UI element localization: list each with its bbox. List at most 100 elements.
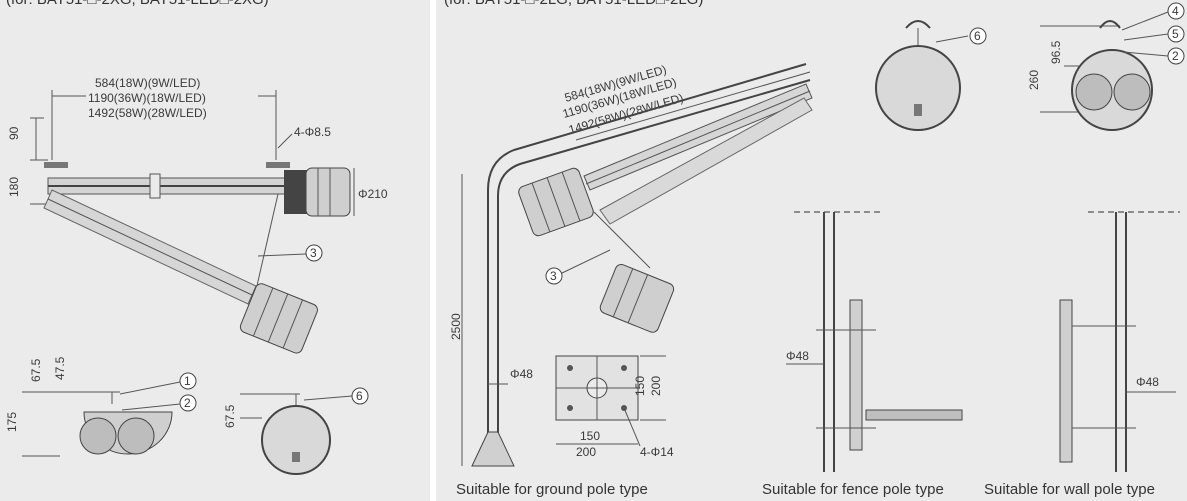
- right-callout-3-circle: [545, 267, 563, 285]
- left-callout-6-circle: [351, 387, 369, 405]
- ground-pole: [487, 63, 807, 466]
- top-housing: [875, 45, 961, 131]
- ground-dim-2500: 2500: [449, 313, 463, 340]
- base-bolt: [567, 405, 573, 411]
- left-dim-phi210: Φ210: [358, 187, 388, 201]
- callout-4-circle: [1167, 2, 1185, 20]
- callout-4: 4: [1172, 4, 1179, 18]
- left-single-dim-67-5: 67.5: [223, 404, 237, 428]
- left-callout-1-circle: [179, 372, 197, 390]
- left-panel: [0, 0, 430, 501]
- top-callout-6: 6: [974, 29, 981, 43]
- right-dim-line: [575, 71, 811, 141]
- fence-rail: [865, 409, 963, 421]
- callout-4-leader: [1121, 11, 1169, 31]
- left-bracket: [44, 162, 68, 168]
- left-callout-2-leader: [121, 403, 181, 411]
- top-hook: [905, 20, 931, 29]
- fence-pole-view: Φ48: [786, 211, 963, 472]
- left-tilt-housing: [239, 283, 318, 354]
- fence-post: [849, 299, 863, 451]
- fence-phi48: Φ48: [786, 349, 809, 363]
- ground-lower-tube: [599, 97, 813, 225]
- base-bolt: [621, 365, 627, 371]
- left-dim-leader: [277, 133, 293, 149]
- left-tilt-centerline: [47, 198, 253, 296]
- double-dim-260: 260: [1027, 70, 1041, 90]
- ground-lamp-housing: [518, 167, 594, 237]
- left-dim-90: 90: [7, 126, 21, 140]
- left-callout-6: 6: [356, 389, 363, 403]
- base-holes-leader: [623, 407, 641, 447]
- top-plug: [914, 104, 922, 116]
- ground-pole-view: 584(18W)(9W/LED) 1190(36W)(18W/LED) 1492…: [449, 62, 813, 467]
- left-end-housing: [305, 167, 351, 217]
- wall-pole-view: Φ48: [1059, 211, 1180, 472]
- left-support-rod: [255, 193, 279, 291]
- left-single-end-view: 67.5 6: [223, 387, 369, 475]
- callout-5-circle: [1167, 25, 1185, 43]
- caption-ground: Suitable for ground pole type: [456, 481, 648, 498]
- left-callout-3: 3: [310, 246, 317, 260]
- top-double-end-view: 260 96.5 4 5 2: [1027, 2, 1185, 131]
- ground-pole-base: [471, 431, 515, 467]
- ground-lamp-centerline: [585, 90, 811, 185]
- left-callout-2: 2: [184, 396, 191, 410]
- base-dim-200v: 200: [649, 376, 663, 396]
- callout-5-leader: [1123, 33, 1169, 41]
- ground-phi48: Φ48: [510, 367, 533, 381]
- base-plate: 150 200 150 200 4-Φ14: [555, 355, 674, 459]
- header-right: (for: BAY51-□-2LG, BAY51-LED□-2LG): [444, 0, 703, 8]
- left-callout-3-leader: [257, 253, 307, 257]
- left-dim-1190: 1190(36W)(18W/LED): [88, 91, 206, 105]
- right-callout-3: 3: [550, 269, 557, 283]
- base-dim-150h: 150: [580, 429, 600, 443]
- left-end-dim-47-5: 47.5: [53, 356, 67, 380]
- left-callout-1-leader: [119, 381, 181, 395]
- base-bolt: [567, 365, 573, 371]
- left-dim-holes: 4-Φ8.5: [294, 125, 331, 139]
- callout-2-leader: [1123, 51, 1169, 57]
- left-tube-break: [149, 173, 161, 199]
- top-single-end-view: 6: [875, 20, 987, 131]
- left-single-housing: [261, 405, 331, 475]
- left-callout-3-circle: [305, 244, 323, 262]
- wall-phi48: Φ48: [1136, 375, 1159, 389]
- left-callout-1: 1: [184, 374, 191, 388]
- right-callout-3-leader: [559, 249, 611, 275]
- base-dim-150v: 150: [633, 376, 647, 396]
- left-end-lamp-a: [79, 417, 117, 455]
- double-dim-96-5: 96.5: [1049, 40, 1063, 64]
- left-dim-180: 180: [7, 177, 21, 197]
- left-dim-584: 584(18W)(9W/LED): [95, 76, 200, 90]
- header-left: (for: BAY51-□-2XG, BAY51-LED□-2XG): [6, 0, 269, 8]
- wall-surface: [1059, 299, 1073, 463]
- double-hook: [1099, 20, 1121, 29]
- ground-lower-housing: [599, 263, 675, 333]
- callout-5: 5: [1172, 27, 1179, 41]
- left-end-cap: [284, 170, 308, 214]
- top-callout-6-leader: [935, 35, 969, 43]
- left-callout-6-leader: [303, 395, 353, 401]
- top-callout-6-circle: [969, 27, 987, 45]
- left-end-dim-67-5: 67.5: [29, 358, 43, 382]
- left-end-view: 67.5 47.5 175 1 2: [5, 356, 197, 457]
- double-lamp-b: [1113, 73, 1151, 111]
- left-bracket: [266, 162, 290, 168]
- caption-wall: Suitable for wall pole type: [984, 481, 1155, 498]
- ground-pole-inner: [497, 79, 811, 466]
- left-callout-2-circle: [179, 394, 197, 412]
- callout-2: 2: [1172, 49, 1179, 63]
- left-end-lamp-b: [117, 417, 155, 455]
- base-dim-200h: 200: [576, 445, 596, 459]
- left-end-dim-175: 175: [5, 412, 19, 432]
- left-single-plug: [292, 452, 300, 462]
- caption-fence: Suitable for fence pole type: [762, 481, 944, 498]
- left-lamp-side-view: 584(18W)(9W/LED) 1190(36W)(18W/LED) 1492…: [7, 76, 388, 354]
- left-dim-1492: 1492(58W)(28W/LED): [88, 106, 207, 120]
- double-lamp-a: [1075, 73, 1113, 111]
- base-holes: 4-Φ14: [640, 445, 674, 459]
- ground-rod: [593, 211, 651, 269]
